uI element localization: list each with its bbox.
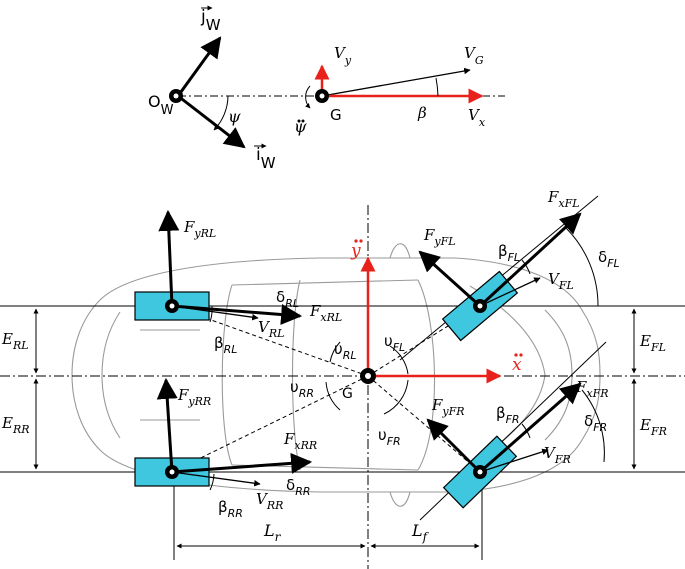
- upsilon-fr-label: υFR: [378, 426, 401, 448]
- lf-label: Lf: [411, 521, 430, 544]
- e-fr-label: EFR: [639, 416, 667, 438]
- delta-fl-label: δFL: [598, 248, 620, 270]
- fx-rr-label: FxRR: [283, 430, 317, 452]
- e-rr-label: ERR: [1, 414, 30, 436]
- xdd-label: x: [512, 355, 522, 375]
- delta-fr-label: δFR: [584, 412, 607, 434]
- jw-label: jW: [200, 7, 221, 34]
- beta-fr-label: βFR: [496, 404, 520, 426]
- yaw-rate-arc: [305, 85, 311, 109]
- upsilon-fl-label: υFL: [384, 332, 405, 354]
- iw-arrow: [177, 94, 246, 149]
- vx-label: Vx: [468, 106, 486, 129]
- world-frame: [169, 36, 505, 149]
- fy-fl-label: FyFL: [423, 226, 456, 248]
- v-fr-label: VFR: [544, 444, 571, 466]
- iw-label: iW: [256, 145, 276, 172]
- g-label: G: [342, 386, 353, 402]
- e-rl-label: ERL: [1, 330, 29, 352]
- ydd-label: y: [350, 241, 361, 261]
- beta-label: β: [417, 104, 427, 122]
- psi-label: ψ: [228, 107, 241, 126]
- upsilon-rl-label: υRL: [334, 340, 356, 362]
- fx-fl-label: FxFL: [547, 188, 580, 210]
- psi-dot-label: ψ: [294, 117, 307, 136]
- ow-label: OW: [148, 92, 174, 118]
- angle-arcs: [209, 227, 605, 491]
- fx-fr-label: FxFR: [575, 378, 609, 400]
- wheel-vectors: [156, 209, 582, 487]
- upsilon-rr-label: υRR: [290, 378, 314, 400]
- delta-rl-label: δRL: [276, 288, 299, 310]
- vy-label: Vy: [334, 44, 352, 67]
- fy-fr-label: FyFR: [431, 396, 465, 418]
- wheel-radial-lines: [171, 305, 481, 473]
- beta-rl-label: βRL: [214, 334, 237, 356]
- jw-arrow: [176, 36, 222, 97]
- dimension-lines: [33, 308, 637, 549]
- psi-arc: [213, 95, 229, 131]
- wheel-centers: [165, 299, 487, 479]
- beta-fl-label: βFL: [498, 242, 520, 264]
- lr-label: Lr: [263, 521, 282, 544]
- fy-rl-label: FyRL: [183, 218, 216, 240]
- delta-rr-label: δRR: [286, 476, 310, 498]
- fy-rr-label: FyRR: [177, 386, 211, 408]
- vg-label: VG: [464, 44, 484, 67]
- cog-acceleration-axes: [360, 256, 502, 384]
- beta-rr-label: βRR: [218, 498, 243, 520]
- v-rl-label: VRL: [258, 318, 284, 340]
- vg-arrow: [321, 67, 471, 97]
- g-top-label: G: [330, 106, 342, 124]
- fx-rl-label: FxRL: [309, 302, 342, 324]
- v-rr-label: VRR: [256, 490, 283, 512]
- v-fl-label: VFL: [548, 270, 574, 292]
- beta-arc: [435, 77, 439, 97]
- e-fl-label: EFL: [639, 332, 666, 354]
